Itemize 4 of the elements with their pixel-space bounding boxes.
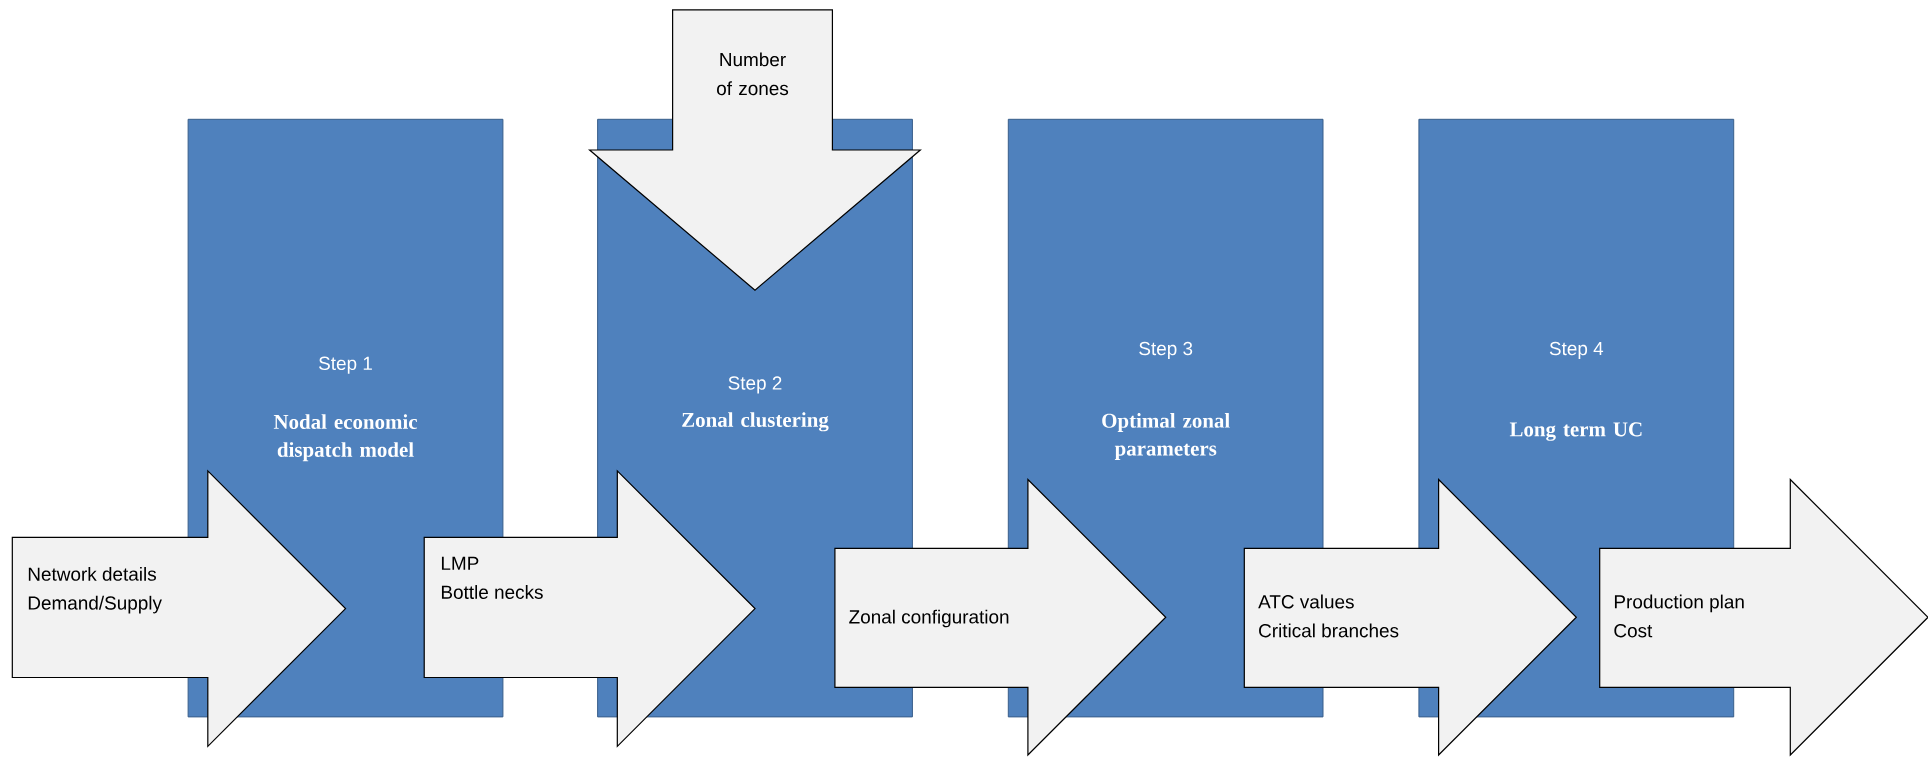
arrow-text: Number of zones — [717, 52, 789, 96]
block-arrow — [1599, 478, 1928, 757]
block-arrow — [834, 478, 1167, 757]
arrow-text: Network details Demand/Supply — [28, 566, 162, 614]
